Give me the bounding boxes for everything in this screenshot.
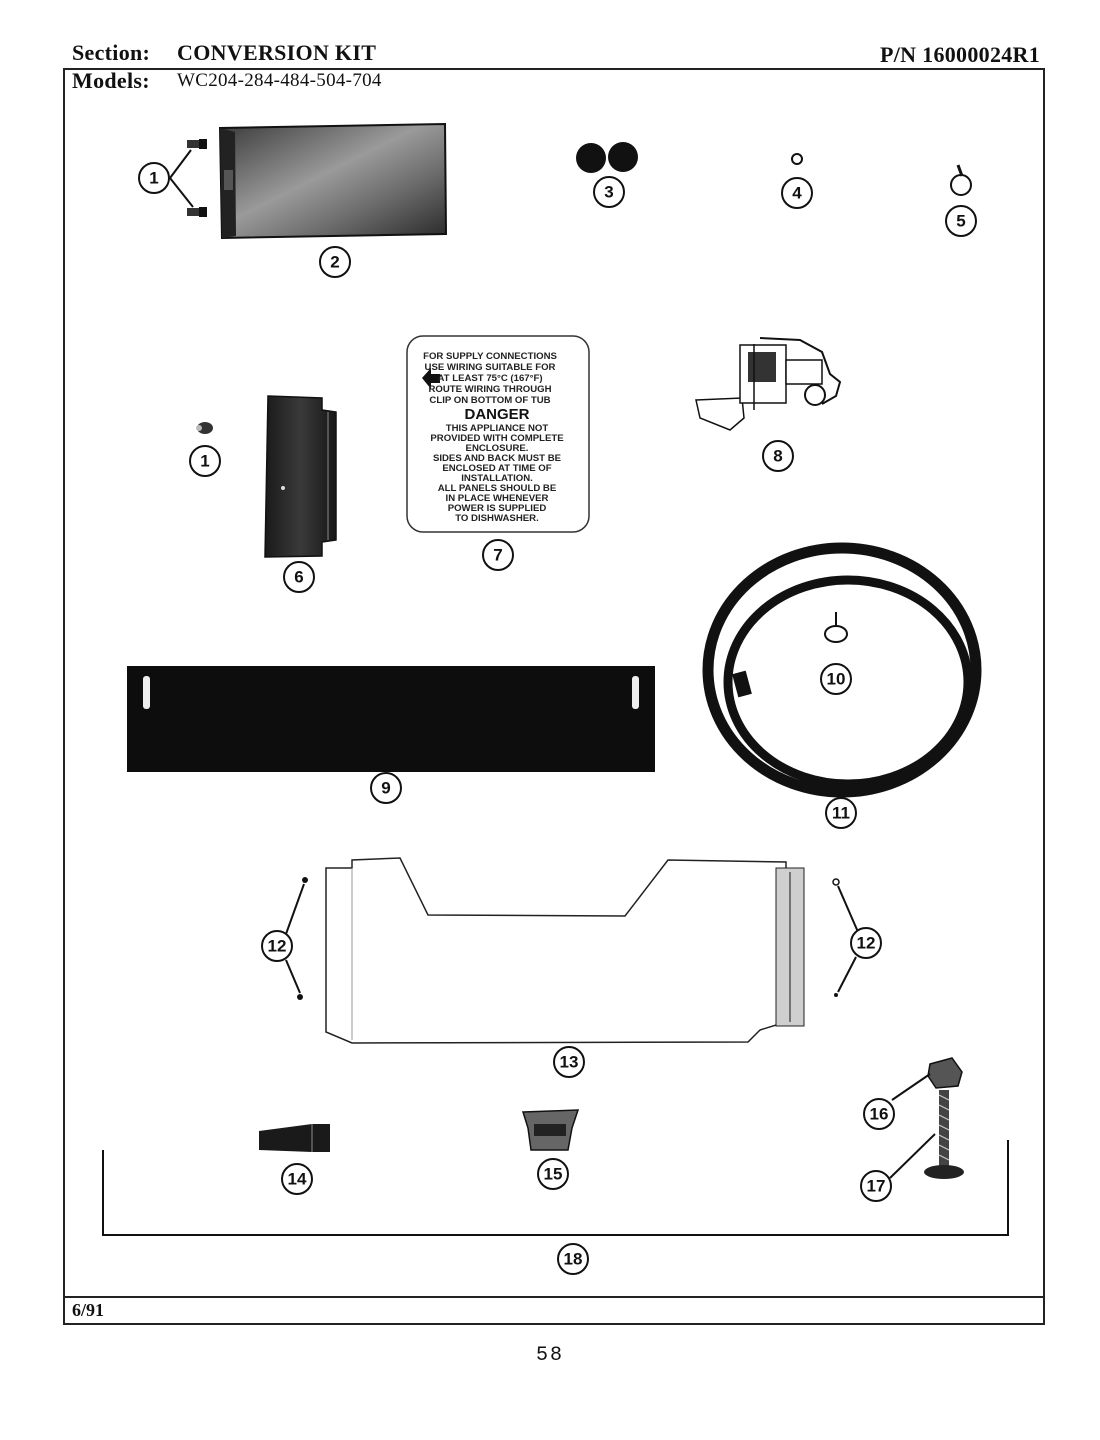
svg-text:11: 11 (832, 804, 850, 823)
svg-text:13: 13 (560, 1053, 579, 1072)
callout-1-top: 1 (138, 162, 170, 194)
svg-text:12: 12 (857, 934, 876, 953)
part-3-plugs (576, 142, 638, 173)
label-body-3: ENCLOSURE. (466, 443, 529, 454)
part-4-nut (791, 153, 803, 165)
svg-text:5: 5 (956, 212, 965, 231)
part-1-screws (169, 139, 207, 217)
section-title: CONVERSION KIT (177, 40, 377, 65)
leader-lines (889, 1073, 936, 1179)
part-5-clamp (950, 164, 972, 196)
footer-divider (63, 1296, 1045, 1298)
part-1-screw (196, 422, 213, 434)
callout-13: 13 (553, 1046, 585, 1078)
label-body-2: PROVIDED WITH COMPLETE (430, 433, 564, 444)
callout-4: 4 (781, 177, 813, 209)
callout-12-left: 12 (261, 930, 293, 962)
part-15-strain-relief (521, 1109, 580, 1151)
part-17-leveling-leg (924, 1090, 964, 1179)
part-8-valve-assembly (695, 337, 842, 431)
callout-10: 10 (820, 663, 852, 695)
callout-5: 5 (945, 205, 977, 237)
callout-3: 3 (593, 176, 625, 208)
svg-text:8: 8 (773, 447, 782, 466)
svg-text:6: 6 (294, 568, 303, 587)
callout-1-middle: 1 (189, 445, 221, 477)
part-6-side-panel (264, 395, 337, 558)
part-number: P/N 16000024R1 (880, 42, 1041, 67)
label-line-4: ROUTE WIRING THROUGH (428, 384, 551, 395)
page-number: 58 (535, 1344, 564, 1367)
label-body-7: ALL PANELS SHOULD BE (438, 483, 557, 494)
part-9-toe-panel (127, 666, 655, 772)
label-body-1: THIS APPLIANCE NOT (446, 423, 549, 434)
models-list: WC204-284-484-504-704 (177, 70, 382, 91)
callout-14: 14 (281, 1163, 313, 1195)
callout-9: 9 (370, 772, 402, 804)
callout-12-right: 12 (850, 927, 882, 959)
callout-8: 8 (762, 440, 794, 472)
part-12-screws (285, 877, 859, 1000)
kit-group-bracket (102, 1140, 1009, 1236)
callout-2: 2 (319, 246, 351, 278)
svg-text:16: 16 (870, 1105, 889, 1124)
part-10-hose-clamp (824, 612, 848, 643)
callout-11: 11 (825, 797, 857, 829)
callout-18: 18 (557, 1243, 589, 1275)
label-line-5: CLIP ON BOTTOM OF TUB (429, 395, 550, 406)
label-line-2: USE WIRING SUITABLE FOR (425, 362, 556, 373)
part-7-warning-label: FOR SUPPLY CONNECTIONS USE WIRING SUITAB… (406, 335, 590, 533)
label-body-9: POWER IS SUPPLIED (448, 503, 547, 514)
label-body-6: INSTALLATION. (461, 473, 533, 484)
svg-text:10: 10 (827, 670, 846, 689)
revision-date: 6/91 (72, 1300, 105, 1320)
label-body-10: TO DISHWASHER. (455, 513, 539, 524)
svg-text:7: 7 (493, 546, 502, 565)
svg-text:18: 18 (564, 1250, 583, 1269)
part-14-wire-nut (259, 1124, 330, 1152)
svg-text:12: 12 (268, 937, 287, 956)
label-danger-heading: DANGER (464, 406, 529, 423)
svg-text:1: 1 (149, 169, 158, 188)
label-body-5: ENCLOSED AT TIME OF (442, 463, 551, 474)
label-body-4: SIDES AND BACK MUST BE (433, 453, 562, 464)
label-line-3: AT LEAST 75°C (167°F) (437, 373, 542, 384)
callout-16: 16 (863, 1098, 895, 1130)
part-13-front-panel (325, 857, 805, 1044)
svg-text:15: 15 (544, 1165, 563, 1184)
callout-15: 15 (537, 1158, 569, 1190)
callout-17: 17 (860, 1170, 892, 1202)
svg-text:2: 2 (330, 253, 339, 272)
svg-text:1: 1 (200, 452, 209, 471)
callout-6: 6 (283, 561, 315, 593)
svg-text:9: 9 (381, 779, 390, 798)
models-label: Models: (72, 68, 150, 93)
label-line-1: FOR SUPPLY CONNECTIONS (423, 351, 557, 362)
svg-text:14: 14 (288, 1170, 307, 1189)
svg-text:4: 4 (792, 184, 802, 203)
label-body-8: IN PLACE WHENEVER (446, 493, 549, 504)
part-11-drain-hose (702, 542, 982, 798)
diagram-frame (63, 68, 1045, 1325)
part-16-leg-bracket (927, 1057, 963, 1089)
svg-text:3: 3 (604, 183, 613, 202)
section-label: Section: (72, 40, 151, 65)
callout-7: 7 (482, 539, 514, 571)
svg-text:17: 17 (867, 1177, 886, 1196)
part-2-cover-plate (218, 122, 448, 240)
